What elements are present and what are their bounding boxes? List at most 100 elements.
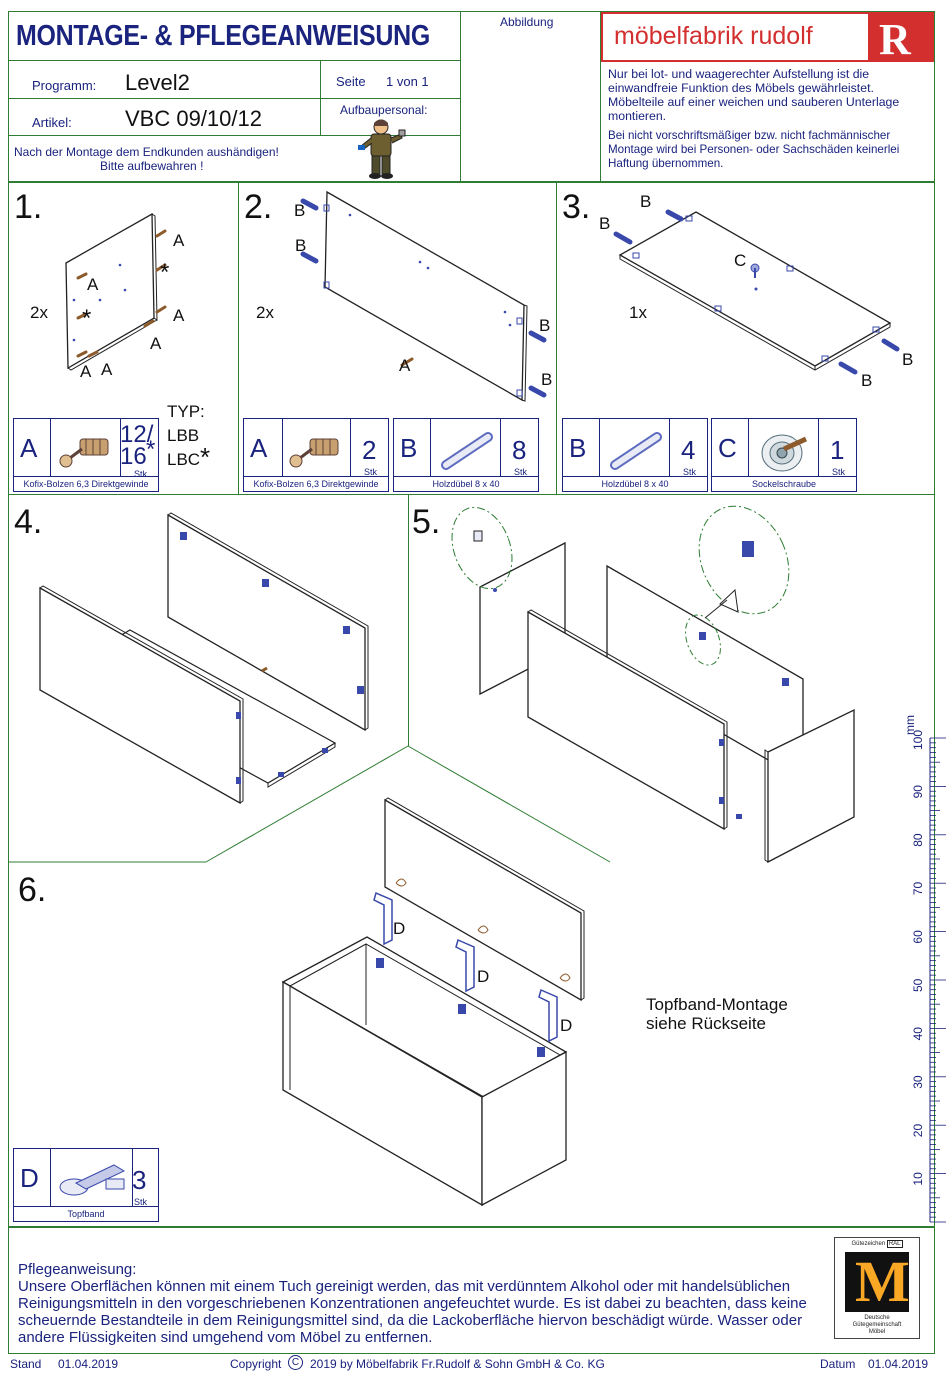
ruler-tick-label: 60 — [911, 930, 925, 944]
aufbaupersonal-label: Aufbaupersonal: — [340, 103, 428, 117]
step-2-label-b3: B — [539, 316, 551, 335]
step-6-note-2: siehe Rückseite — [646, 1014, 767, 1033]
part-qty: 2 — [362, 435, 377, 465]
part-letter: A — [20, 433, 38, 463]
part-letter: C — [718, 433, 737, 463]
step-5-number: 5. — [412, 503, 441, 541]
part-letter: D — [20, 1163, 39, 1193]
part-stk: Stk — [364, 467, 378, 477]
part-name: Kofix-Bolzen 6,3 Direktgewinde — [14, 476, 158, 491]
part-qty: 4 — [681, 435, 696, 465]
part-name: Sockelschraube — [712, 476, 856, 491]
step-1-label-a4: A — [150, 334, 162, 353]
step-3-label-b3: B — [902, 350, 914, 369]
hand-over-note-2: Bitte aufbewahren ! — [100, 159, 204, 173]
base-screw-icon — [761, 434, 808, 472]
ruler-tick-label: 20 — [911, 1124, 925, 1138]
ruler-tick-label: 30 — [911, 1075, 925, 1089]
step-1-number: 1. — [14, 188, 43, 226]
footer-copyright-label: Copyright — [230, 1357, 282, 1371]
step-1-typ: TYP: — [167, 402, 205, 421]
part-stk: Stk — [832, 467, 846, 477]
step-2-label-b1: B — [294, 201, 306, 220]
part-stk: Stk — [134, 1197, 148, 1207]
part-card-b-step3: B 4 Stk Holzdübel 8 x 40 — [562, 418, 708, 492]
step-1-lbc: LBC — [167, 450, 201, 469]
notice-1: Nur bei lot- und waagerechter Aufstellun… — [608, 67, 900, 123]
seal-line-3: Möbel — [868, 1329, 886, 1335]
footer-copyright-text: 2019 by Möbelfabrik Fr.Rudolf & Sohn Gmb… — [310, 1357, 605, 1371]
part-letter: B — [400, 433, 418, 463]
step-1-label-a1: A — [173, 231, 185, 250]
seal-top: Gütezeichen — [851, 1241, 886, 1247]
part-qty: 1 — [830, 435, 845, 465]
part-a-star: * — [146, 436, 156, 463]
step-1-lbc-star: * — [200, 442, 211, 472]
step-1-label-a6: A — [101, 360, 113, 379]
step-6-label-d3: D — [560, 1016, 573, 1035]
part-card-c-step3: C 1 Stk Sockelschraube — [711, 418, 857, 492]
worker-icon — [358, 119, 406, 179]
brand-logo-letter: R — [879, 15, 911, 64]
step-3-label-b4: B — [861, 371, 873, 390]
seal-letter: M — [855, 1249, 910, 1314]
step-6-label-d1: D — [393, 919, 406, 938]
artikel-label: Artikel: — [32, 115, 72, 130]
part-card-b-step2: B 8 Stk Holzdübel 8 x 40 — [393, 418, 539, 492]
footer-datum-date: 01.04.2019 — [868, 1357, 929, 1371]
part-name: Holzdübel 8 x 40 — [563, 476, 707, 491]
step-6-number: 6. — [18, 871, 47, 909]
step-3-label-b2: B — [599, 214, 611, 233]
step-6-note-1: Topfband-Montage — [646, 995, 788, 1014]
step-1-label-a2: A — [87, 275, 99, 294]
steps-frame — [8, 182, 935, 1227]
quality-seal: Gütezeichen RAL M Deutsche Gütegemeinsch… — [834, 1237, 920, 1339]
part-qty: 3 — [132, 1165, 147, 1195]
ruler-tick-label: 70 — [911, 882, 925, 896]
copyright-symbol: C — [291, 1357, 300, 1368]
step-3-number: 3. — [562, 188, 591, 226]
care-text: Unsere Oberflächen können mit einem Tuch… — [18, 1278, 807, 1346]
step-3-label-c: C — [734, 251, 747, 270]
part-card-d-step6: D 3 Stk Topfband — [13, 1148, 159, 1222]
seite-label: Seite — [336, 74, 366, 89]
step-1-label-a5: A — [80, 362, 92, 381]
step-1-label-star2: * — [82, 305, 92, 332]
part-name: Holzdübel 8 x 40 — [394, 476, 538, 491]
step-3-label-b1: B — [640, 192, 652, 211]
wood-dowel-icon — [610, 432, 662, 470]
ruler-tick-label: 100 — [911, 730, 925, 750]
step-1-count: 2x — [30, 303, 48, 322]
seal-ral: RAL — [886, 1240, 903, 1248]
brand-name: möbelfabrik rudolf — [614, 22, 813, 50]
step-2-label-a: A — [399, 356, 411, 375]
hinge-icon — [59, 1164, 126, 1196]
step-3-count: 1x — [629, 303, 647, 322]
ruler-tick-label: 10 — [911, 1172, 925, 1186]
footer-datum-label: Datum — [820, 1357, 856, 1371]
seite-value: 1 von 1 — [386, 74, 429, 89]
ruler-tick-label: 90 — [911, 785, 925, 799]
page-title: MONTAGE- & PFLEGEANWEISUNG — [16, 20, 431, 52]
part-name: Kofix-Bolzen 6,3 Direktgewinde — [244, 476, 388, 491]
step-2-label-b2: B — [295, 236, 307, 255]
seal-line-1: Deutsche — [864, 1315, 890, 1321]
kofix-bolt-icon — [289, 438, 339, 468]
programm-label: Programm: — [32, 78, 97, 93]
artikel-value: VBC 09/10/12 — [125, 106, 262, 131]
part-stk: Stk — [134, 469, 148, 479]
ruler-tick-label: 80 — [911, 833, 925, 847]
care-heading: Pflegeanweisung: — [18, 1261, 137, 1278]
part-qty-2: 16 — [120, 443, 147, 470]
copyright-icon: C — [288, 1355, 303, 1370]
step-2-count: 2x — [256, 303, 274, 322]
abbildung-label: Abbildung — [500, 15, 554, 29]
footer-stand-date: 01.04.2019 — [58, 1357, 119, 1371]
kofix-bolt-icon — [59, 438, 109, 468]
